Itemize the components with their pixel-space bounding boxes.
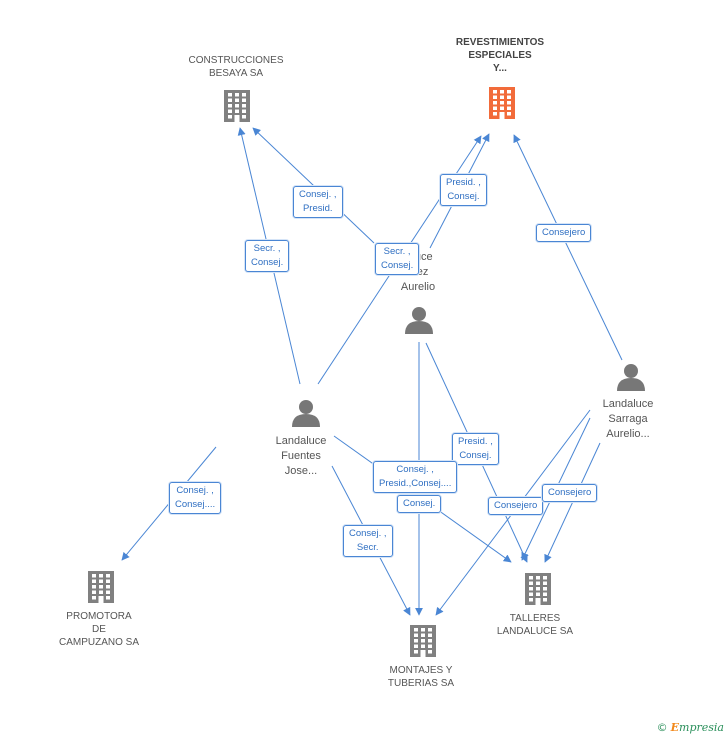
edge-label-consej-secr[interactable]: Consej. , Secr.	[343, 525, 393, 557]
edge-label-presid-consej-2[interactable]: Presid. , Consej.	[452, 433, 499, 465]
company-label-montajes-tuberias[interactable]: MONTAJES Y TUBERIAS SA	[387, 665, 455, 689]
edge-line-5	[513, 134, 623, 361]
building-icon-construcciones[interactable]	[224, 90, 250, 122]
edge-label-consejero-2[interactable]: Consejero	[488, 497, 544, 515]
brand-name: mpresia	[679, 721, 724, 734]
edge-label-consej-presid[interactable]: Consej. , Presid.	[293, 186, 343, 218]
edge-label-consejero-3[interactable]: Consejero	[542, 484, 598, 502]
edge-label-consej-consej[interactable]: Consej. , Consej....	[169, 482, 222, 514]
building-icon-revestimientos[interactable]	[489, 87, 515, 119]
edge-label-secr-consej-2[interactable]: Secr. , Consej.	[375, 243, 420, 275]
company-label-construcciones-besaya[interactable]: CONSTRUCCIONES BESAYA SA	[188, 55, 284, 79]
footer-brand[interactable]: ©Empresia	[657, 721, 724, 734]
brand-initial: E	[670, 721, 680, 734]
copyright-symbol: ©	[656, 721, 668, 734]
building-icon-talleres[interactable]	[525, 573, 551, 605]
icons-layer	[88, 87, 645, 657]
edge-line-2	[252, 127, 375, 244]
person-icon-person_mid[interactable]	[405, 307, 433, 334]
company-label-revestimientos-especiales[interactable]: REVESTIMIENTOS ESPECIALES Y...	[455, 37, 545, 74]
company-label-talleres-landaluce[interactable]: TALLERES LANDALUCE SA	[496, 613, 574, 637]
edge-label-consej-presid-consej[interactable]: Consej. , Presid.,Consej....	[373, 461, 458, 493]
person-icon-person_fuentes[interactable]	[292, 400, 320, 427]
edge-label-secr-consej[interactable]: Secr. , Consej.	[245, 240, 290, 272]
person-label-landaluce-sarraga[interactable]: Landaluce Sarraga Aurelio...	[602, 398, 654, 440]
building-icon-montajes[interactable]	[410, 625, 436, 657]
edge-label-presid-consej[interactable]: Presid. , Consej.	[440, 174, 487, 206]
edge-label-consej[interactable]: Consej.	[397, 495, 442, 513]
edge-label-consejero[interactable]: Consejero	[536, 224, 592, 242]
person-label-landaluce-fuentes[interactable]: Landaluce Fuentes Jose...	[275, 435, 327, 477]
person-icon-person_sarraga[interactable]	[617, 364, 645, 391]
company-label-promotora-campuzano[interactable]: PROMOTORA DE CAMPUZANO SA	[58, 611, 139, 648]
building-icon-promotora[interactable]	[88, 571, 114, 603]
edge-line-13	[544, 442, 601, 563]
